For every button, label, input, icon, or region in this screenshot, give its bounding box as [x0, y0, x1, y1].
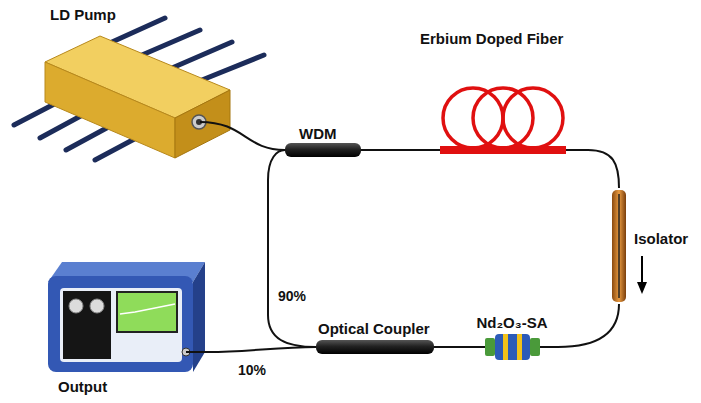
isolator-body [612, 190, 626, 302]
sa-connector [485, 334, 540, 360]
fiber-stub [186, 351, 208, 353]
fiber-link [588, 150, 619, 188]
component-label: Output [58, 378, 107, 396]
fiber-stub [540, 346, 558, 348]
fiber-stub [566, 149, 588, 151]
component-label: WDM [299, 125, 337, 143]
output-node: Output [38, 262, 208, 397]
fiber-link [434, 346, 466, 348]
fiber-coil-base [440, 146, 566, 154]
wdm-body [285, 143, 361, 157]
fiber-link [558, 304, 619, 347]
sa-node: Nd₂O₃-SA [466, 318, 558, 362]
fiber-link [361, 149, 418, 151]
component-label: Isolator [634, 230, 688, 248]
pump-box [45, 36, 230, 158]
isolator-core [618, 194, 620, 298]
fiber-stub [466, 346, 485, 348]
fiber-link [200, 122, 285, 150]
coupler-node: Optical Coupler [316, 318, 434, 354]
fiber-link [208, 347, 316, 352]
fiber-stub [418, 149, 440, 151]
pump-pins [14, 18, 264, 160]
split-ratio: 90% [276, 288, 308, 304]
component-label: Erbium Doped Fiber [420, 30, 563, 48]
direction-arrow [637, 256, 647, 294]
component-label: LD Pump [50, 6, 116, 24]
component-label: Nd₂O₃-SA [476, 314, 547, 332]
wdm-node: WDM [285, 125, 361, 158]
fiber-link [268, 150, 316, 347]
split-ratio: 10% [236, 362, 268, 378]
fiber-node: Erbium Doped Fiber [418, 30, 588, 158]
isolator-node: Isolator [598, 188, 698, 304]
component-label: Optical Coupler [318, 320, 430, 338]
fiber-coil [443, 88, 563, 148]
oscilloscope [48, 262, 205, 372]
pump-node: LD Pump [35, 8, 200, 130]
coupler-body [316, 340, 434, 354]
